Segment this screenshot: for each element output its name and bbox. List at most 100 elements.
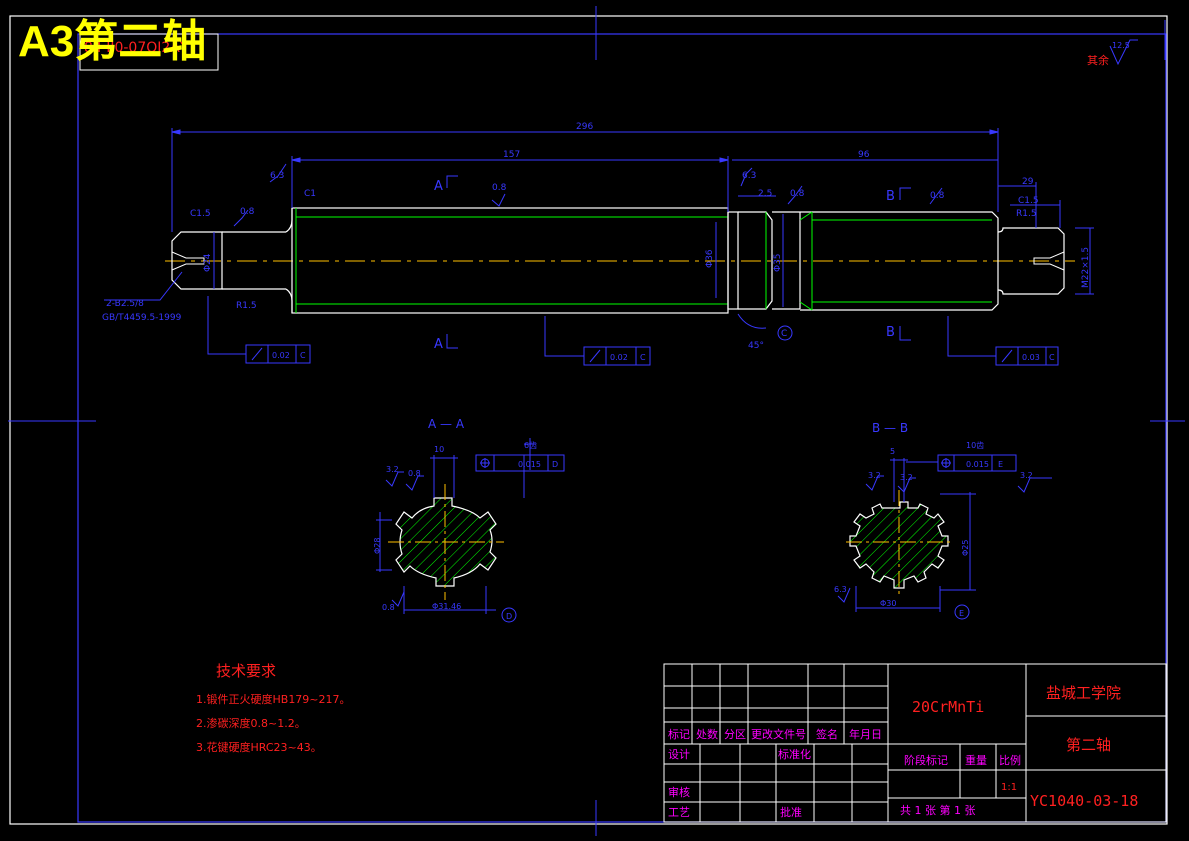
aa-pos: 0.015 bbox=[518, 460, 541, 469]
requirement-1: 1.锻件正火硬度HB179~217。 bbox=[196, 692, 351, 706]
dimension-text: 296 157 96 29 C1.5 C1.5 C1 R1.5 R1.5 2.5… bbox=[102, 122, 1091, 351]
roughness-other-value: 12.5 bbox=[1112, 41, 1130, 50]
dim-end: 29 bbox=[1022, 177, 1034, 187]
section-b-bottom: B bbox=[886, 325, 895, 340]
aa-datum: D bbox=[552, 460, 558, 469]
tb-drawing-no: YC1040-03-18 bbox=[1030, 792, 1138, 810]
tb-design: 设计 bbox=[668, 748, 690, 761]
requirement-3: 3.花键硬度HRC23~43。 bbox=[196, 740, 322, 754]
requirement-2: 2.渗碳深度0.8~1.2。 bbox=[196, 716, 306, 730]
tol-1-datum: C bbox=[300, 351, 306, 360]
sheet-outer-border bbox=[9, 15, 1168, 825]
overlay-title: A3第二轴 bbox=[18, 17, 207, 66]
dia-left-end: Φ24 bbox=[203, 253, 213, 272]
aa-rough-1: 3.2 bbox=[386, 465, 399, 474]
shaft-view bbox=[165, 207, 1075, 314]
center-hole-right bbox=[1033, 251, 1065, 271]
tb-sign: 签名 bbox=[816, 727, 838, 741]
aa-dia-inner: Φ28 bbox=[373, 538, 382, 554]
section-bb-title: B — B bbox=[872, 421, 908, 435]
radius-left: R1.5 bbox=[236, 301, 257, 311]
tb-sheets: 共 1 张 第 1 张 bbox=[900, 803, 975, 817]
aa-rough-2: 0.8 bbox=[408, 469, 421, 478]
tol-2: 0.02 bbox=[610, 353, 628, 362]
tb-docno: 更改文件号 bbox=[751, 727, 806, 741]
bb-pos: 0.015 bbox=[966, 460, 989, 469]
tolerance-frames bbox=[245, 344, 1059, 366]
requirements-title: 技术要求 bbox=[216, 662, 276, 680]
tb-scale-label: 比例 bbox=[999, 753, 1021, 767]
section-markers: A A B B bbox=[434, 179, 895, 352]
rough-2: 0.8 bbox=[492, 183, 507, 193]
fillet bbox=[285, 288, 293, 313]
center-hole-note: 2-B2.5/8 bbox=[106, 299, 144, 309]
tb-stage: 阶段标记 bbox=[904, 753, 948, 767]
tb-process: 工艺 bbox=[668, 806, 690, 819]
tb-material: 20CrMnTi bbox=[912, 698, 984, 716]
shaft-shoulder bbox=[738, 211, 773, 310]
tol-3: 0.03 bbox=[1022, 353, 1040, 362]
rough-1: 6.3 bbox=[270, 171, 284, 181]
section-bb: B — B 5 10齿 0.015 E Φ25 Φ30 E 3.2 3.2 6.… bbox=[834, 421, 1052, 620]
tb-weight: 重量 bbox=[965, 753, 987, 767]
dim-left: 157 bbox=[503, 150, 520, 160]
bb-rough-4: 3.2 bbox=[1020, 471, 1033, 480]
dia-mid: Φ35 bbox=[773, 253, 783, 272]
center-hole-left bbox=[171, 251, 205, 271]
roughness-other-label: 其余 bbox=[1087, 53, 1109, 67]
aa-dia-outer: Φ31.46 bbox=[432, 602, 461, 611]
center-hole-std: GB/T4459.5-1999 bbox=[102, 313, 182, 323]
chamfer-left: C1.5 bbox=[190, 209, 211, 219]
tb-standard: 标准化 bbox=[778, 747, 811, 761]
dia-right-end: M22×1.5 bbox=[1081, 247, 1091, 288]
section-aa-title: A — A bbox=[428, 417, 465, 431]
tol-1: 0.02 bbox=[272, 351, 290, 360]
roughness-symbol bbox=[1109, 39, 1138, 66]
title-block bbox=[663, 663, 1167, 823]
tb-part-name: 第二轴 bbox=[1066, 736, 1111, 754]
chamfer-right: C1.5 bbox=[1018, 196, 1039, 206]
groove-width: 2.5 bbox=[758, 189, 772, 199]
tb-approve: 批准 bbox=[780, 805, 802, 819]
tb-zone: 分区 bbox=[724, 728, 746, 741]
bb-dia-outer: Φ30 bbox=[880, 599, 896, 608]
tol-2-datum: C bbox=[640, 353, 646, 362]
bb-dia-inner: Φ25 bbox=[961, 540, 970, 556]
shaft-right-body bbox=[800, 211, 999, 311]
bb-rough-3: 6.3 bbox=[834, 585, 847, 594]
section-a-top: A bbox=[434, 179, 443, 194]
shaft-collar bbox=[727, 211, 739, 310]
tb-scale: 1:1 bbox=[1001, 782, 1017, 793]
tolerance-text: 0.02 C 0.02 C 0.03 C bbox=[272, 351, 1055, 362]
code-label: 8ΙΙ-ΙΙ0-07ΟΙ2ΛΥ bbox=[84, 40, 189, 56]
bb-rough-1: 3.2 bbox=[868, 471, 881, 480]
tb-school: 盐城工学院 bbox=[1046, 684, 1121, 702]
title-block-text: 标记 处数 分区 更改文件号 签名 年月日 设计 标准化 阶段标记 重量 比例 … bbox=[668, 684, 1138, 819]
technical-requirements: 技术要求 1.锻件正火硬度HB179~217。 2.渗碳深度0.8~1.2。 3… bbox=[196, 662, 351, 754]
fillet bbox=[285, 208, 293, 233]
datum-c: C bbox=[781, 329, 787, 339]
bb-datum: E bbox=[998, 460, 1003, 469]
rough-6: 6.3 bbox=[742, 171, 756, 181]
chamfer-main: C1 bbox=[304, 189, 316, 199]
rough-3: 0.8 bbox=[240, 207, 255, 217]
aa-count: 6齿 bbox=[524, 441, 537, 450]
tb-date: 年月日 bbox=[849, 727, 882, 741]
aa-width: 10 bbox=[434, 445, 444, 454]
dim-right: 96 bbox=[858, 150, 870, 160]
dia-main: Φ36 bbox=[705, 249, 715, 268]
section-aa: A — A 10 6齿 0.015 D Φ28 Φ31.46 D 3.2 0.8… bbox=[373, 417, 565, 623]
aa-rough-3: 0.8 bbox=[382, 603, 395, 612]
bb-width: 5 bbox=[890, 447, 895, 456]
bb-count: 10齿 bbox=[966, 441, 984, 450]
section-a-bottom: A bbox=[434, 337, 443, 352]
dim-total: 296 bbox=[576, 122, 593, 132]
rough-5: 0.8 bbox=[930, 191, 945, 201]
aa-datum-circle: D bbox=[506, 612, 512, 621]
bb-rough-2: 3.2 bbox=[900, 473, 913, 482]
code-box bbox=[79, 33, 219, 71]
bb-datum-circle: E bbox=[959, 609, 964, 618]
tb-count: 处数 bbox=[696, 728, 718, 741]
angle-45: 45° bbox=[748, 341, 764, 351]
tb-mark: 标记 bbox=[668, 727, 690, 741]
